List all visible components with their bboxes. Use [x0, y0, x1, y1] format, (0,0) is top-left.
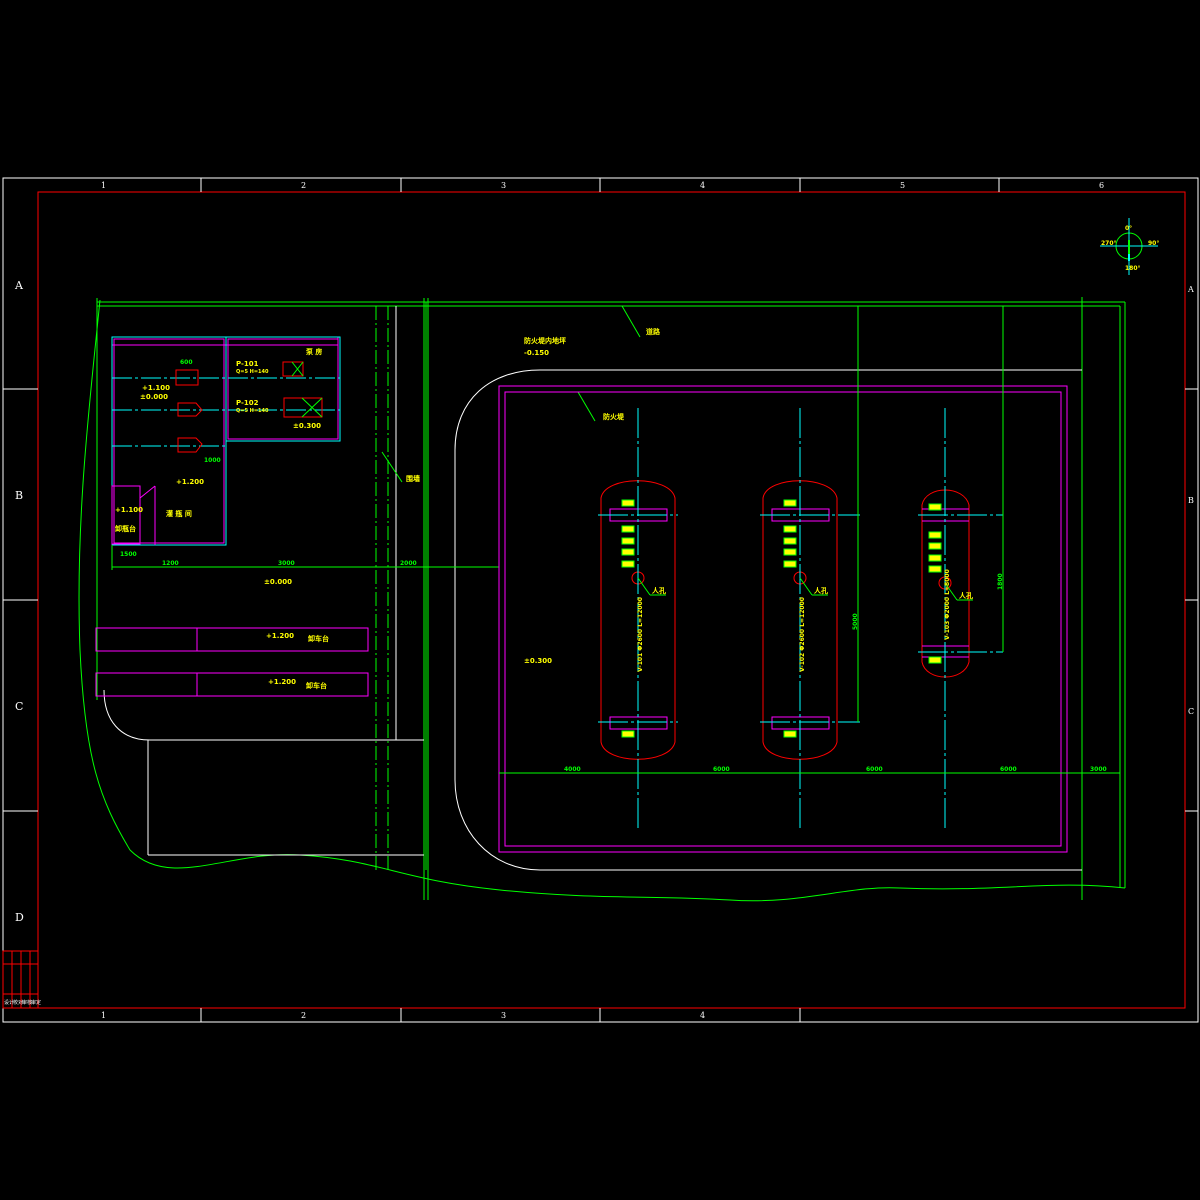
road — [103, 306, 1082, 871]
pump-spec: Q=5 H=140 — [236, 408, 269, 414]
dimension: 4000 — [564, 766, 581, 773]
dimension: 6000 — [713, 766, 730, 773]
pump-label: P-101 — [236, 360, 259, 368]
elevation: ±0.000 — [140, 393, 168, 401]
road-label: 道路 — [646, 327, 661, 336]
column-label: 2 — [301, 181, 306, 190]
elevation: +1.200 — [268, 678, 296, 686]
tank-label: V-102 Φ2600 L=12000 — [799, 597, 806, 672]
column-label: 1 — [101, 181, 106, 190]
column-label: 6 — [1099, 181, 1104, 190]
pump-house-label: 泵 房 — [305, 347, 322, 356]
dike-label: 防火堤 — [603, 412, 625, 421]
column-labels-top: 1 2 3 4 5 6 — [101, 181, 1104, 190]
manhole-label: 人孔 — [959, 591, 973, 600]
dimension: 3000 — [1090, 766, 1107, 773]
bottle-platform-label: 卸瓶台 — [115, 524, 136, 533]
dimension: 1800 — [997, 573, 1004, 590]
tank-label: V-101 Φ2600 L=12000 — [637, 597, 644, 672]
elevation: -0.150 — [524, 349, 549, 357]
title-block-cell: 审定 — [31, 999, 41, 1006]
wall-label: 围墙 — [406, 474, 420, 483]
column-label: 5 — [900, 181, 905, 190]
compass-east: 90° — [1148, 240, 1159, 247]
manhole-label: 人孔 — [652, 586, 666, 595]
row-label: C — [1188, 707, 1194, 716]
column-label: 4 — [700, 1011, 705, 1020]
elevation: ±0.300 — [524, 657, 552, 665]
dimension: 1200 — [162, 560, 179, 567]
title-block-cell: 设计 — [4, 999, 14, 1006]
row-label: C — [15, 700, 23, 713]
dike-note: 防火堤内地坪 — [524, 336, 566, 345]
inner-border — [37, 191, 1186, 1009]
column-label: 3 — [501, 181, 506, 190]
dimension: 1000 — [204, 457, 221, 464]
site-boundary — [78, 297, 1126, 902]
grid-dividers — [3, 178, 1198, 1022]
column-label: 2 — [301, 1011, 306, 1020]
filling-room-label: 灌 瓶 间 — [166, 509, 192, 518]
tanks — [499, 306, 1120, 830]
elevation: +1.100 — [115, 506, 143, 514]
dimension: 6000 — [866, 766, 883, 773]
unloading-platform-label: 卸车台 — [306, 681, 327, 690]
compass-icon: 0° 90° 180° 270° — [1100, 218, 1159, 275]
fire-dike-inner — [504, 391, 1062, 847]
pump-spec: Q=5 H=140 — [236, 369, 269, 375]
dimension: 6000 — [1000, 766, 1017, 773]
row-label: A — [14, 279, 24, 292]
elevation-marks: ±0.000 +1.100 ±0.300 +1.200 +1.100 ±0.30… — [115, 349, 552, 686]
elevation: ±0.300 — [293, 422, 321, 430]
compass-north: 0° — [1125, 225, 1132, 232]
fire-dike — [498, 385, 1068, 853]
column-label: 4 — [700, 181, 705, 190]
elevation: ±0.000 — [264, 578, 292, 586]
dimension: 1500 — [120, 551, 137, 558]
row-label: D — [15, 911, 24, 924]
unloading-platform-label: 卸车台 — [308, 634, 329, 643]
row-label: B — [1188, 496, 1194, 505]
compass-south: 180° — [1125, 265, 1141, 272]
pump-label: P-102 — [236, 399, 259, 407]
row-label: A — [1187, 285, 1194, 294]
tank-label: V-103 Φ2000 L=8000 — [944, 569, 951, 640]
dimension: 2000 — [400, 560, 417, 567]
elevation: +1.200 — [176, 478, 204, 486]
column-label: 1 — [101, 1011, 106, 1020]
title-block — [2, 950, 39, 1009]
dimension: 5000 — [852, 613, 859, 630]
dimensions: 4000 6000 6000 6000 3000 2000 3000 1200 … — [120, 359, 1107, 773]
elevation: +1.100 — [142, 384, 170, 392]
buildings — [95, 336, 499, 697]
column-labels-bottom: 1 2 3 4 — [101, 1011, 705, 1020]
dimension: 3000 — [278, 560, 295, 567]
title-block-cell: 审核 — [22, 999, 32, 1006]
dimension: 600 — [180, 359, 193, 366]
compass-west: 270° — [1101, 240, 1117, 247]
row-labels: A B C D A B C — [14, 279, 1194, 924]
row-label: B — [15, 489, 23, 502]
column-label: 3 — [501, 1011, 506, 1020]
manhole-label: 人孔 — [814, 586, 828, 595]
elevation: +1.200 — [266, 632, 294, 640]
title-block-cell: 校对 — [13, 999, 23, 1006]
